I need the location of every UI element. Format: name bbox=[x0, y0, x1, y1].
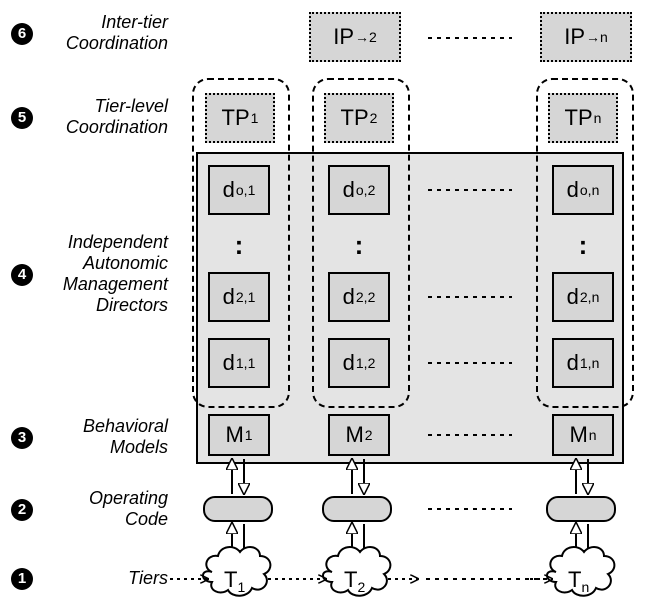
level-badge-2: 2 bbox=[11, 499, 33, 521]
cloud-tier-1 bbox=[202, 546, 272, 597]
ip-box-2: IP→2 bbox=[309, 12, 401, 62]
tier-label-1: T1 bbox=[224, 567, 245, 595]
level-badge-3: 3 bbox=[11, 427, 33, 449]
tier-group-1 bbox=[192, 78, 290, 408]
ip-box-n: IP→n bbox=[540, 12, 632, 62]
cloud-tier-2 bbox=[322, 546, 392, 597]
tier-label-n: Tn bbox=[568, 567, 589, 595]
cloud-tier-n bbox=[546, 546, 616, 597]
level-badge-6: 6 bbox=[11, 23, 33, 45]
horizontal-ellipsis-lines bbox=[428, 37, 512, 510]
level-badge-1: 1 bbox=[11, 568, 33, 590]
vertical-ellipsis-2: : bbox=[354, 230, 364, 260]
tier-group-2 bbox=[312, 78, 410, 408]
level-badge-5: 5 bbox=[11, 107, 33, 129]
double-arrows bbox=[232, 459, 588, 562]
label-tiers: Tiers bbox=[128, 568, 168, 588]
operating-code-2 bbox=[322, 496, 392, 522]
operating-code-n bbox=[546, 496, 616, 522]
level-badge-4: 4 bbox=[11, 264, 33, 286]
tier-label-2: T2 bbox=[344, 567, 365, 595]
vertical-ellipsis-1: : bbox=[234, 230, 244, 260]
tier-group-n bbox=[536, 78, 634, 408]
vertical-ellipsis-n: : bbox=[578, 230, 588, 260]
tier-clouds bbox=[202, 546, 616, 597]
operating-code-1 bbox=[203, 496, 273, 522]
